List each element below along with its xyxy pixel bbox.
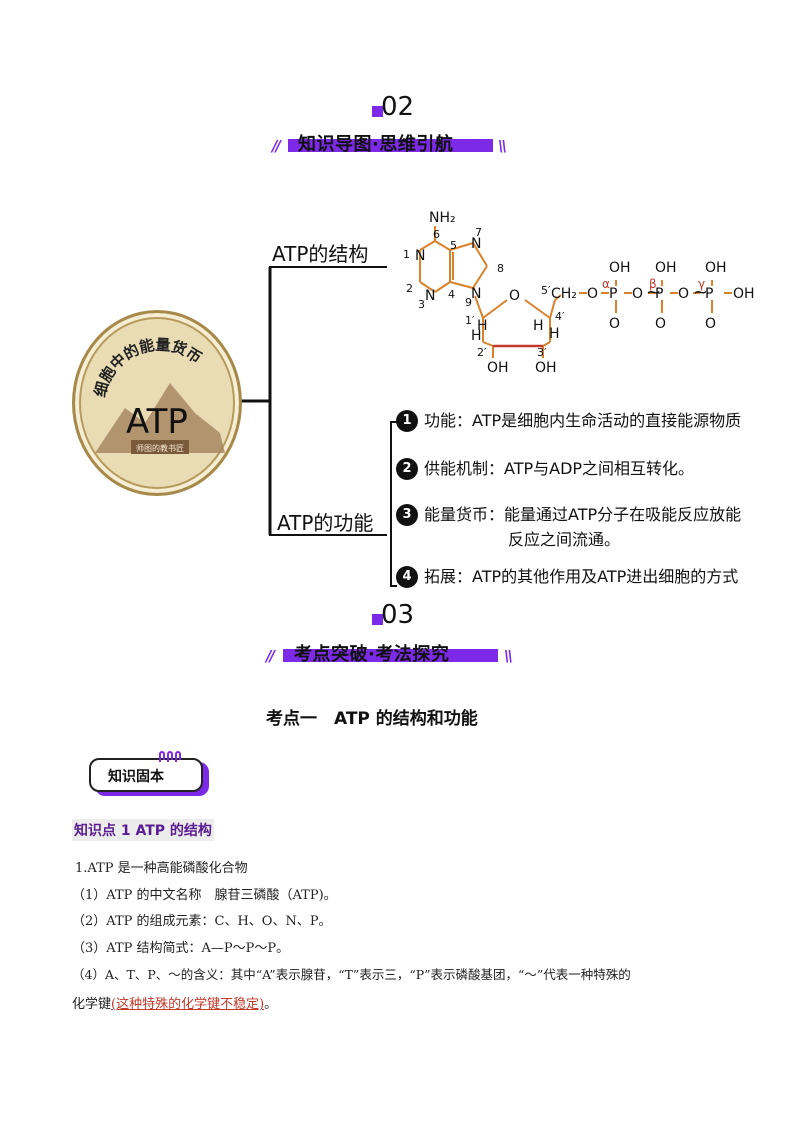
body-line-5: （4）A、T、P、～的含义：其中“A”表示腺苷，“T”表示三，“P”表示磷酸基团… [72,967,631,982]
svg-text:P: P [705,286,713,302]
section-number-marker [372,106,383,117]
function-item-1: 功能：ATP是细胞内生命活动的直接能源物质 [424,411,742,430]
svg-text:O: O [609,316,620,332]
svg-text:O: O [509,288,520,304]
svg-text:~: ~ [693,282,708,303]
svg-text:7: 7 [475,226,482,239]
svg-text:H: H [533,318,544,334]
svg-text:4′: 4′ [555,310,565,323]
svg-text:NH₂: NH₂ [429,210,456,226]
svg-text:OH: OH [705,260,727,276]
svg-text:2: 2 [406,282,413,295]
svg-text:H: H [477,318,488,334]
svg-text:H: H [471,328,482,344]
item-number-1: 1 [396,410,418,432]
svg-text:5′: 5′ [541,284,551,297]
svg-text:2′: 2′ [477,346,487,359]
knowledge-point-label: 知识点 1 ATP 的结构 [72,819,214,841]
exam-point-title: 考点一 ATP 的结构和功能 [266,709,478,729]
svg-text:8: 8 [497,262,504,275]
svg-text:H: H [549,326,560,342]
branch-atp-structure: ATP的结构 [272,242,369,266]
function-item-4: 拓展：ATP的其他作用及ATP进出细胞的方式 [424,567,739,586]
function-item-3-continued: 反应之间流通。 [508,530,621,549]
knowledge-tag-label: 知识固本 [108,769,164,785]
svg-text:OH: OH [535,360,557,376]
svg-text:γ: γ [698,277,705,291]
body-line-2: （1）ATP 的中文名称 腺苷三磷酸（ATP)。 [72,888,337,903]
svg-text:6: 6 [433,228,440,241]
coin-graphic: 细胞中的能量货币 ATP 师图的教书匠 [91,336,225,454]
svg-text:OH: OH [487,360,509,376]
svg-text:~: ~ [646,282,661,303]
svg-text:1′: 1′ [465,314,475,327]
section-number-marker [372,614,383,625]
body-line-6: 化学键(这种特殊的化学键不稳定)。 [72,993,277,1012]
svg-text:N: N [425,288,435,304]
svg-text:P: P [609,286,617,302]
section-number: 03 [381,600,415,630]
right-slashes: \\ [504,647,513,665]
svg-text:1: 1 [403,248,410,261]
section-title: 考点突破·考法探究 [294,644,450,665]
svg-text:3′: 3′ [537,346,547,359]
branch-atp-function: ATP的功能 [277,511,374,535]
svg-text:α: α [602,277,610,291]
svg-text:OH: OH [655,260,677,276]
body-line-3: （2）ATP 的组成元素：C、H、O、N、P。 [72,914,332,929]
right-slashes: \\ [498,137,507,155]
section-title: 知识导图·思维引航 [298,134,454,155]
svg-text:5: 5 [450,239,457,252]
knowledge-tag [89,758,203,792]
svg-text:N: N [471,236,481,252]
svg-text:N: N [415,248,425,264]
coin-bottom-text: 师图的教书匠 [136,443,184,453]
coin-center-text: ATP [126,402,188,442]
body-line-1: 1.ATP 是一种高能磷酸化合物 [75,861,248,876]
function-item-2: 供能机制：ATP与ADP之间相互转化。 [424,459,695,478]
svg-text:CH₂: CH₂ [551,286,577,302]
svg-text:O: O [587,286,598,302]
svg-text:O: O [705,316,716,332]
item-number-4: 4 [396,566,418,588]
svg-text:N: N [471,286,481,302]
ring-binder-icon [159,751,181,762]
section-title-bar [288,139,493,152]
svg-text:OH: OH [733,286,755,302]
section-title-bar [283,649,498,662]
section-number: 02 [381,92,415,122]
atp-molecule-diagram: NH₂ N N N N 1 2 3 4 5 6 7 8 9 O H H H H … [403,210,755,376]
atp-coin-logo: 细胞中的能量货币 ATP 师图的教书匠 [72,310,242,496]
item-number-2: 2 [396,458,418,480]
svg-text:3: 3 [418,298,425,311]
svg-text:O: O [655,316,666,332]
svg-text:OH: OH [609,260,631,276]
svg-text:O: O [632,286,643,302]
left-slashes: // [266,647,275,665]
svg-text:细胞中的能量货币: 细胞中的能量货币 [91,336,205,399]
body-line-4: （3）ATP 结构简式：A—P～P～P。 [72,941,290,956]
svg-text:O: O [678,286,689,302]
coin-arc-text: 细胞中的能量货币 [91,336,205,399]
svg-text:9: 9 [465,296,472,309]
item-number-3: 3 [396,504,418,526]
function-item-3: 能量货币：能量通过ATP分子在吸能反应放能 [424,505,742,524]
svg-text:4: 4 [448,288,455,301]
body-line-6-prefix: 化学键 [72,997,112,1012]
svg-text:β: β [649,277,657,291]
body-line-6-note: (这种特殊的化学键不稳定) [111,997,265,1012]
svg-text:P: P [655,286,663,302]
body-line-6-suffix: 。 [264,997,278,1012]
left-slashes: // [272,137,281,155]
